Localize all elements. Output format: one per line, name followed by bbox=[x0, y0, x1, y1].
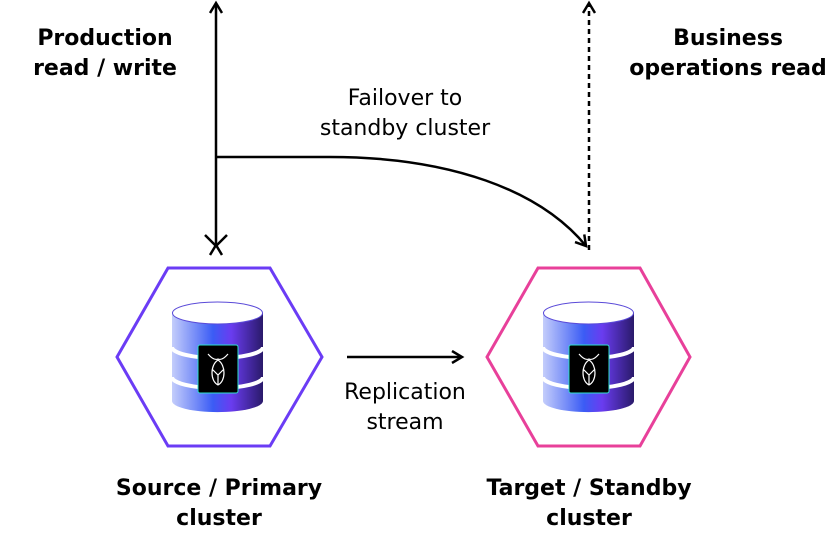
source-label-line2: cluster bbox=[176, 506, 262, 531]
primary-cluster-hexagon bbox=[115, 266, 324, 448]
replication-label: Replication stream bbox=[320, 378, 490, 438]
failover-label-line1: Failover to bbox=[347, 86, 463, 111]
production-label-line1: Production bbox=[37, 26, 173, 51]
failover-arrow bbox=[216, 155, 586, 246]
source-cluster-label: Source / Primary cluster bbox=[100, 474, 338, 534]
target-label-line1: Target / Standby bbox=[486, 476, 692, 501]
target-cluster-label: Target / Standby cluster bbox=[470, 474, 708, 534]
standby-cluster-hexagon bbox=[485, 266, 692, 448]
business-label-line2: operations read bbox=[629, 56, 827, 81]
target-label-line2: cluster bbox=[546, 506, 632, 531]
business-label: Business operations read bbox=[628, 24, 828, 84]
arrowhead-down bbox=[204, 234, 228, 248]
failover-label-line2: standby cluster bbox=[319, 116, 491, 141]
business-label-line1: Business bbox=[673, 26, 783, 51]
replication-label-line2: stream bbox=[366, 410, 444, 435]
cockroach-logo-icon bbox=[568, 344, 610, 394]
standby-database-icon bbox=[541, 301, 636, 413]
source-label-line1: Source / Primary bbox=[115, 476, 323, 501]
primary-database-icon bbox=[170, 301, 265, 413]
failover-label: Failover to standby cluster bbox=[295, 84, 515, 144]
production-label-line2: read / write bbox=[33, 56, 177, 81]
replication-label-line1: Replication bbox=[344, 380, 466, 405]
cockroach-logo-icon bbox=[197, 344, 239, 394]
production-label: Production read / write bbox=[10, 24, 200, 84]
